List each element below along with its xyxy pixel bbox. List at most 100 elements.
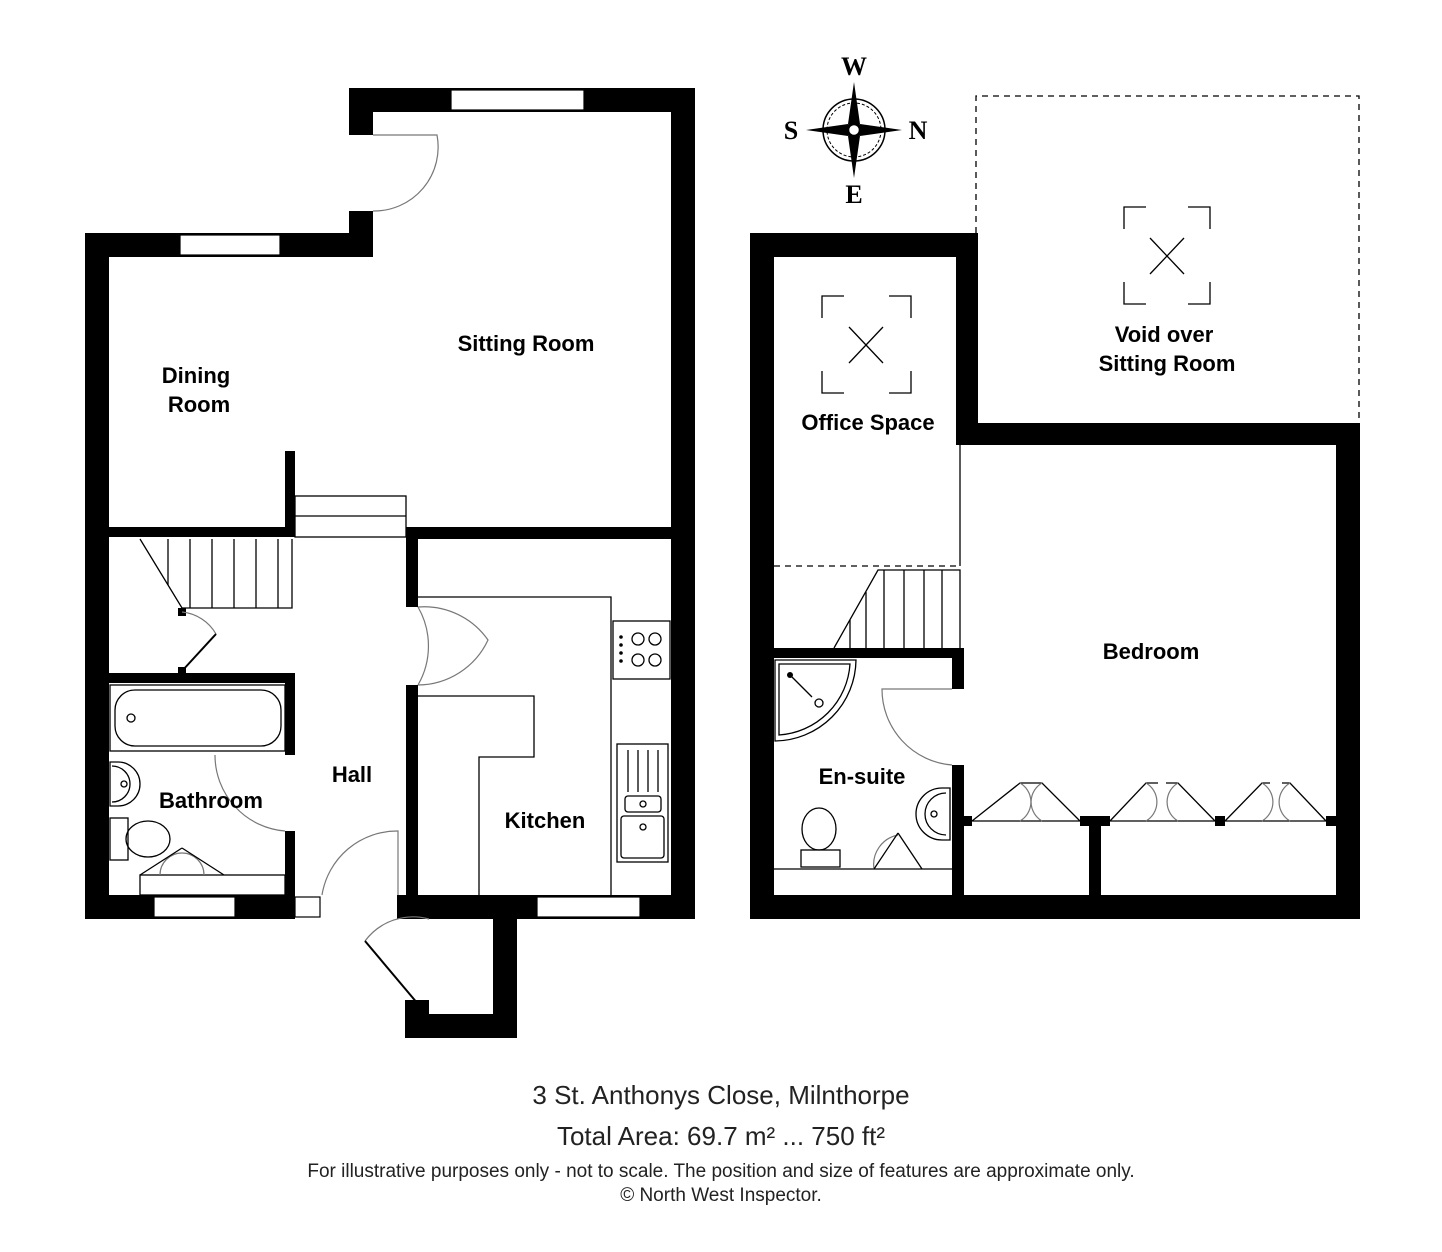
worktop — [418, 596, 612, 895]
toilet-cistern — [109, 817, 129, 861]
hob-ring — [631, 653, 645, 667]
room-label-dining-room: Room — [168, 392, 230, 417]
door-swing — [321, 830, 399, 896]
door-leaf — [873, 832, 899, 870]
bath-plug — [126, 713, 136, 723]
window — [536, 896, 641, 918]
door-swing — [372, 134, 439, 212]
total-area: Total Area: 69.7 m² ... 750 ft² — [556, 1121, 886, 1151]
bath-tub — [114, 689, 282, 747]
basin-tap — [120, 780, 128, 788]
room-label-en-suite: En-suite — [819, 764, 906, 789]
stairs — [139, 538, 293, 609]
room-label-kitchen: Kitchen — [505, 808, 586, 833]
room-label-office-space: Office Space — [801, 410, 934, 435]
hob-knob — [619, 659, 623, 663]
window — [294, 896, 321, 918]
first-floor: Office Space Void over Sitting Room Bedr… — [750, 95, 1360, 919]
property-address: 3 St. Anthonys Close, Milnthorpe — [532, 1080, 910, 1110]
wall — [405, 1000, 429, 1038]
toilet-bowl — [801, 807, 837, 851]
wall — [952, 648, 964, 689]
sink-drain — [639, 800, 647, 808]
wall — [750, 895, 1360, 919]
toilet-cistern — [800, 849, 841, 868]
compass-point — [848, 130, 860, 178]
wall — [956, 423, 1360, 445]
room-label-bathroom: Bathroom — [159, 788, 263, 813]
basin-bowl — [924, 792, 947, 836]
skylight — [821, 295, 912, 394]
kitchen-island — [418, 695, 535, 895]
hob-ring — [648, 632, 662, 646]
door-leaf — [181, 633, 217, 672]
hob-knob — [619, 643, 623, 647]
room-label-void: Sitting Room — [1099, 351, 1236, 376]
wall — [774, 648, 964, 658]
bath — [109, 684, 286, 752]
door-swing — [873, 834, 899, 870]
wall — [397, 895, 429, 919]
hob — [612, 620, 671, 680]
compass-point — [854, 124, 902, 136]
compass-west: W — [841, 52, 867, 81]
compass-north: N — [909, 116, 928, 145]
door-swing — [417, 606, 430, 686]
room-label-hall: Hall — [332, 762, 372, 787]
door-swing — [417, 606, 489, 686]
disclaimer: For illustrative purposes only - not to … — [307, 1161, 1135, 1182]
sink-bowl-small — [624, 795, 662, 813]
wall — [109, 673, 295, 683]
wall — [1336, 423, 1360, 919]
skylight — [1123, 206, 1211, 305]
window — [179, 234, 281, 256]
wall — [406, 527, 671, 539]
basin — [915, 787, 951, 841]
basin — [109, 761, 141, 807]
wall — [406, 685, 418, 897]
room-label-dining-room: Dining — [162, 363, 230, 388]
wall — [85, 233, 109, 919]
hob-knob — [619, 651, 623, 655]
compass-point — [848, 82, 860, 130]
room-label-bedroom: Bedroom — [1103, 639, 1200, 664]
wall — [406, 527, 418, 607]
wall — [285, 673, 295, 755]
ground-floor: Sitting Room Dining Room Hall Bathroom K… — [85, 88, 695, 1038]
compass-centre — [846, 122, 862, 138]
door-leaf — [181, 847, 225, 876]
cupboard — [139, 874, 286, 896]
copyright: © North West Inspector. — [620, 1185, 822, 1206]
compass-point — [806, 124, 854, 136]
stairs — [833, 569, 961, 649]
door-swing — [214, 754, 286, 832]
compass: W E S N — [784, 52, 928, 209]
room-label-void: Void over — [1115, 322, 1214, 347]
compass-south: S — [784, 116, 798, 145]
door-swing — [881, 688, 953, 766]
hob-ring — [648, 653, 662, 667]
window — [153, 896, 236, 918]
wall — [285, 831, 295, 897]
room-label-sitting-room: Sitting Room — [458, 331, 595, 356]
door-leaf — [364, 940, 419, 1005]
floor-plan: Sitting Room Dining Room Hall Bathroom K… — [85, 52, 1360, 1038]
wall — [750, 233, 978, 257]
wall — [956, 233, 978, 445]
sink — [616, 743, 669, 863]
wall — [671, 88, 695, 919]
wall — [285, 451, 295, 537]
shower — [774, 659, 857, 742]
door-leaf — [139, 847, 183, 876]
wall — [750, 233, 774, 919]
void-outline — [975, 95, 1360, 423]
sink-bowl — [620, 815, 665, 859]
basin-tap — [930, 810, 938, 818]
wall — [952, 765, 964, 897]
door-swing — [364, 916, 430, 942]
compass-east: E — [845, 180, 862, 209]
toilet-bowl — [125, 820, 171, 858]
hob-ring — [631, 632, 645, 646]
door-swing — [181, 611, 217, 635]
wall — [1089, 818, 1101, 897]
